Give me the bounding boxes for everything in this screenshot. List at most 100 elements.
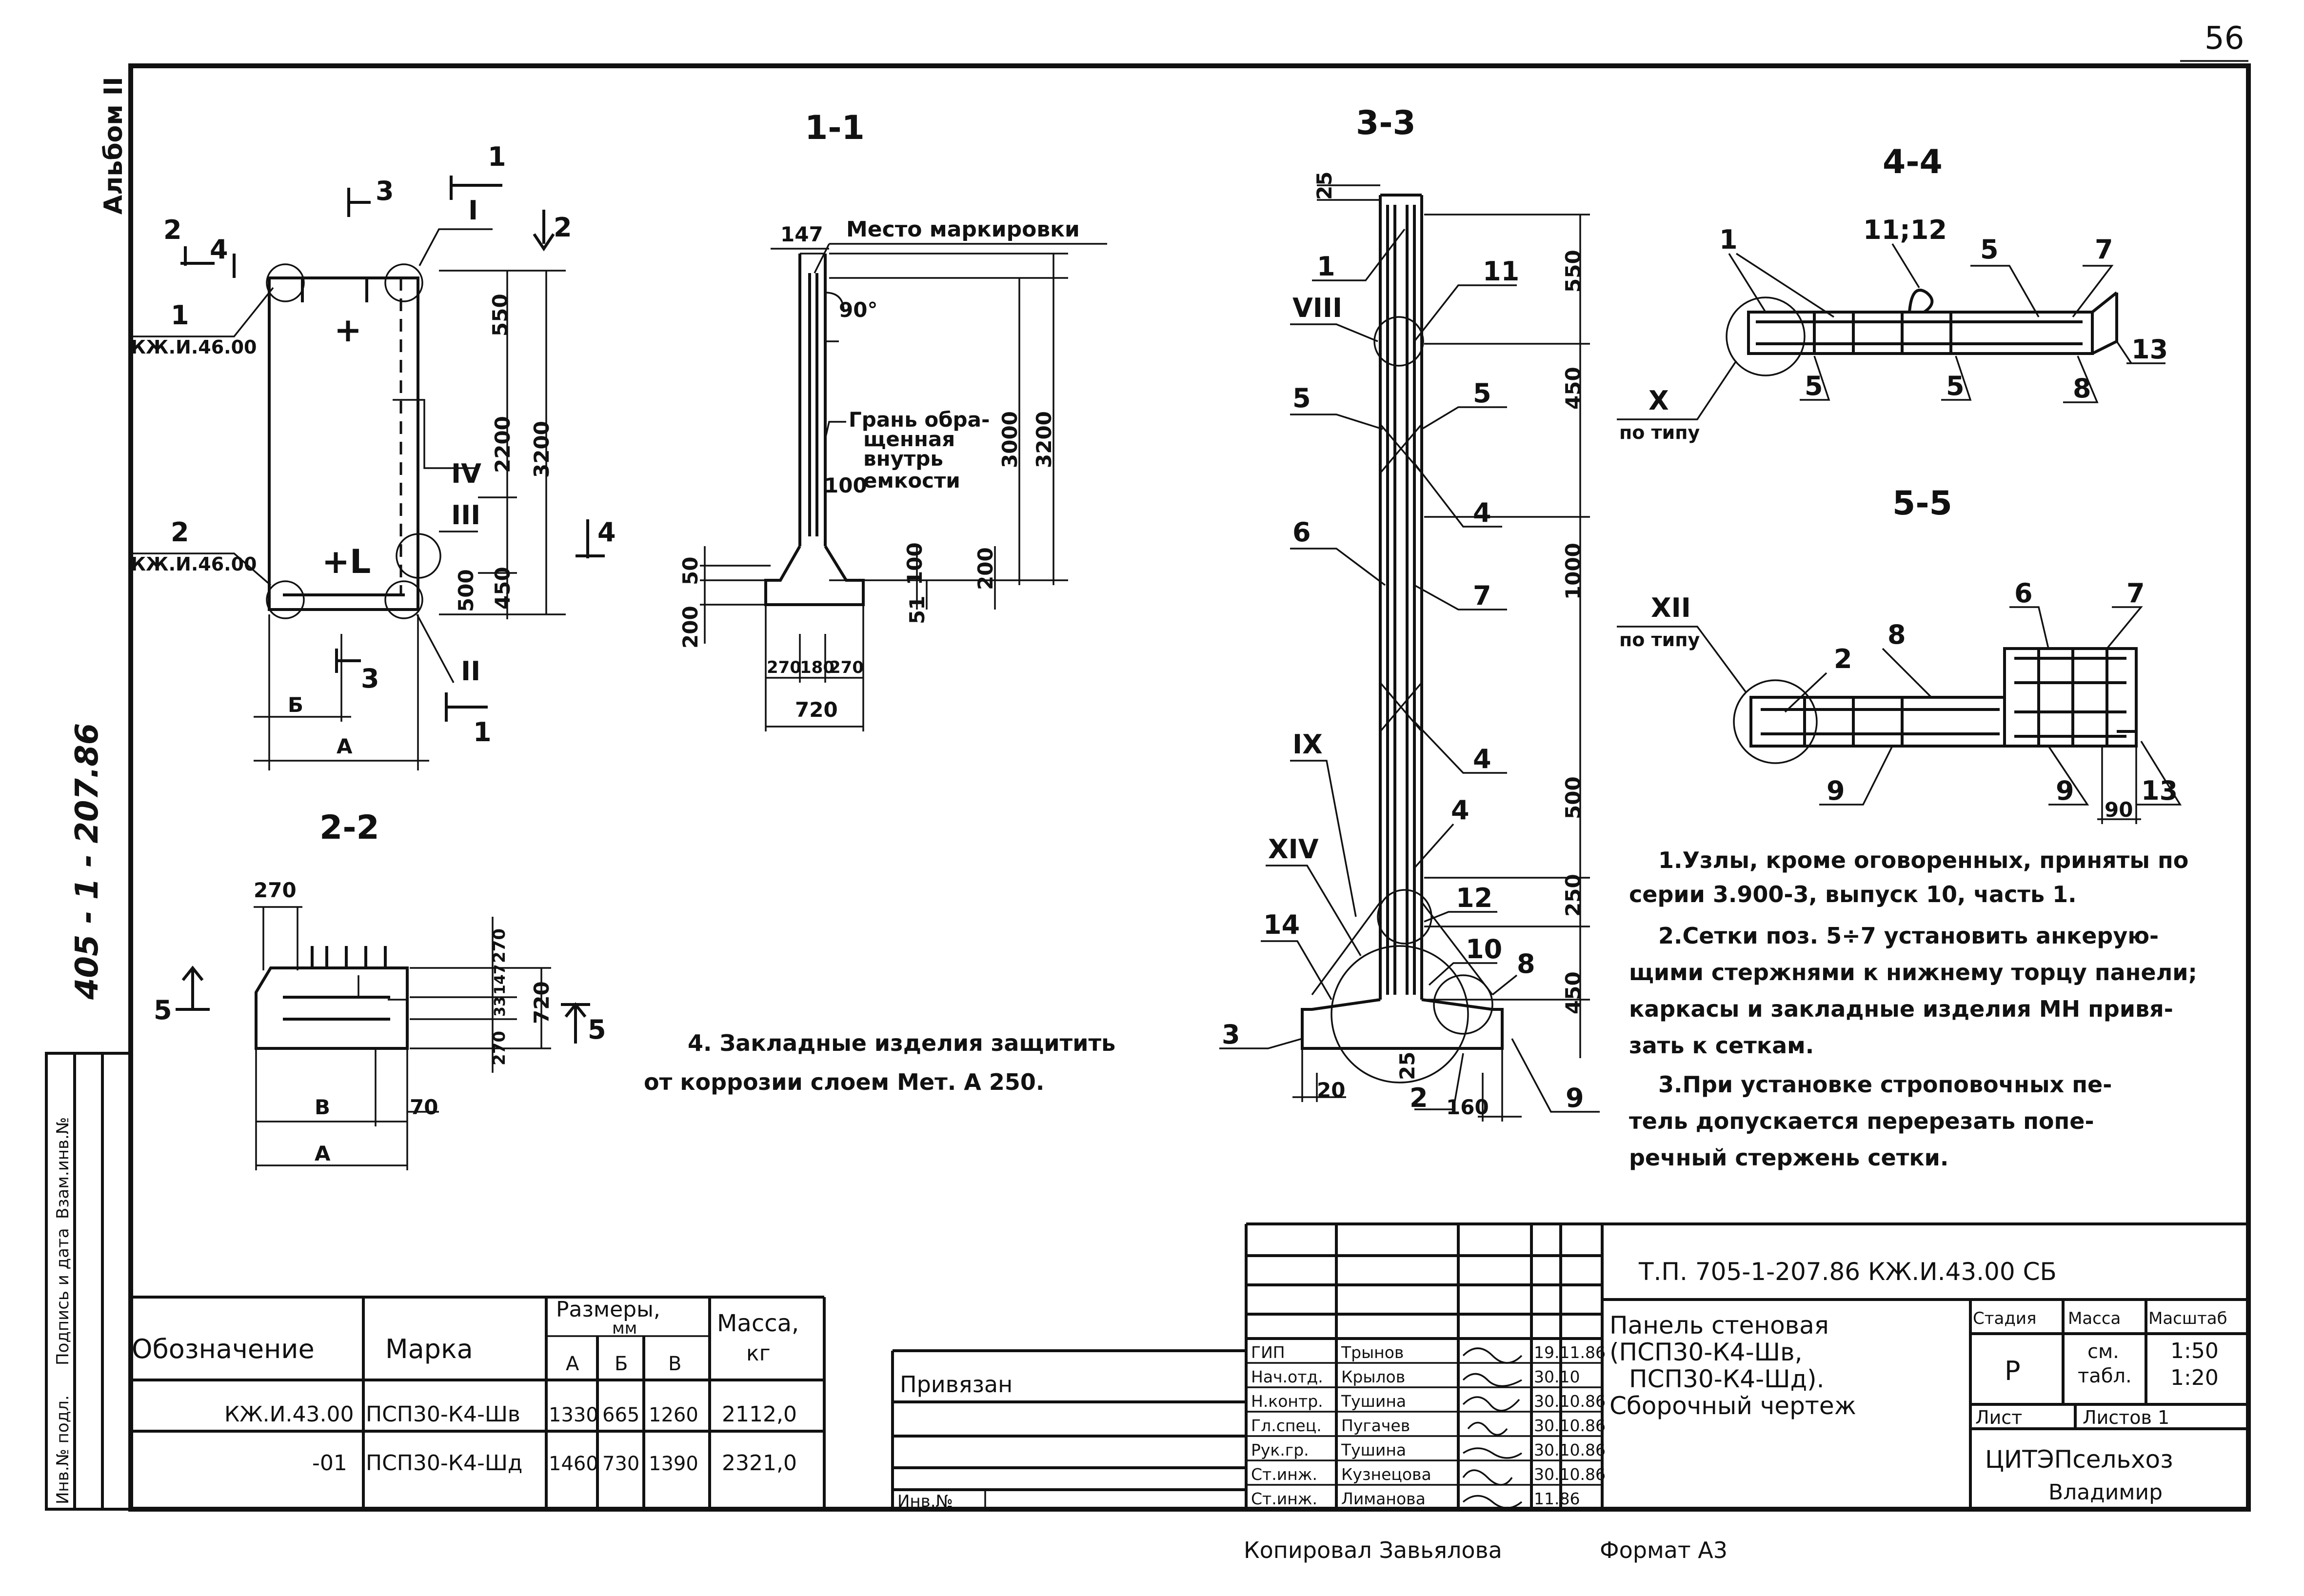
pos-6-55: 6	[2014, 578, 2033, 609]
tb-name-2: (ПСП30-К4-Шв,	[1609, 1338, 1802, 1366]
pos-7: 7	[1473, 580, 1491, 611]
pos-4-a: 4	[1473, 497, 1491, 528]
staff-role-1: Нач.отд.	[1251, 1367, 1323, 1386]
tb-scale-1: 1:50	[2170, 1339, 2219, 1363]
dim-50: 50	[678, 557, 702, 585]
footer-copied: Копировал Завьялова	[1244, 1537, 1502, 1563]
dim-720-a: 720	[795, 698, 838, 722]
mark-5-right: 5	[588, 1014, 606, 1045]
staff-date-4: 30.10.86	[1534, 1440, 1606, 1459]
tb-name-1: Панель стеновая	[1609, 1311, 1829, 1340]
dim-270-right: 270	[829, 658, 864, 677]
pos-11-12: 11;12	[1863, 215, 1947, 245]
side-col-replacement: Взам.инв.№	[53, 1117, 73, 1219]
dim-270-left: 270	[767, 658, 801, 677]
spec-r1-a: 1330	[549, 1404, 598, 1426]
staff-name-3: Пугачев	[1341, 1416, 1410, 1435]
staff-name-0: Трынов	[1341, 1343, 1404, 1362]
note-2-line-2: щими стержнями к нижнему торцу панели;	[1629, 959, 2197, 985]
title-block: Т.П. 705-1-207.86 КЖ.И.43.00 СБ Панель с…	[1245, 1222, 2248, 1509]
section-4-4: 4-4 1 11;12 5 7 13 X по типу 5 5 8	[1617, 143, 2168, 443]
label-face-3: внутрь	[863, 447, 943, 471]
section-title-4-4: 4-4	[1883, 143, 1943, 181]
pos-7-44: 7	[2095, 234, 2113, 265]
plan-mark-2-left-bottom: 2	[171, 517, 189, 548]
tb-name-4: Сборочный чертеж	[1609, 1392, 1856, 1420]
pos-5-left: 5	[1292, 383, 1311, 414]
dim-90: 90	[2105, 798, 2133, 822]
tb-org-2: Владимир	[2048, 1480, 2163, 1505]
dim-2200: 2200	[491, 416, 515, 473]
staff-name-2: Тушина	[1341, 1392, 1406, 1411]
dim-500: 500	[454, 569, 478, 612]
note-3-line-1: 3.При установке строповочных пе-	[1658, 1071, 2112, 1098]
section-title-1-1: 1-1	[805, 109, 865, 147]
pos-XII: XII	[1651, 592, 1691, 623]
tb-h-mass: Масса	[2068, 1309, 2121, 1328]
pos-8-44: 8	[2073, 373, 2091, 404]
plan-mark-1-top: 1	[488, 141, 506, 172]
tb-mass-1: см.	[2087, 1340, 2119, 1363]
label-face-2: щенная	[863, 427, 955, 451]
specification-table: Обозначение Марка Размеры, мм А Б В Масс…	[131, 1296, 826, 1511]
spec-h-mark: Марка	[385, 1334, 473, 1364]
spec-h-v: В	[668, 1353, 681, 1375]
note-4-line-1: 4. Закладные изделия защитить	[688, 1030, 1115, 1056]
dim-270-v2: 270	[490, 1031, 509, 1065]
staff-name-1: Крылов	[1341, 1367, 1405, 1386]
tb-h-scale: Масштаб	[2148, 1309, 2227, 1328]
spec-h-kg: кг	[746, 1341, 771, 1366]
staff-role-2: Н.контр.	[1251, 1392, 1323, 1411]
tb-code: Т.П. 705-1-207.86 КЖ.И.43.00 СБ	[1638, 1258, 2057, 1286]
spec-h-mm: мм	[612, 1319, 637, 1338]
dim-270-v1: 270	[490, 928, 509, 963]
note-3-line-3: речный стержень сетки.	[1629, 1144, 1948, 1171]
drawing-code-vertical: 405 - 1 - 207.86	[69, 723, 105, 1000]
plan-mark-1-left: 1	[171, 300, 189, 331]
pos-13-44: 13	[2131, 334, 2168, 365]
dim-a: А	[337, 734, 353, 758]
spec-r1-des: КЖ.И.43.00	[224, 1402, 354, 1427]
pos-7-55: 7	[2126, 578, 2145, 609]
dim-51: 51	[905, 596, 929, 624]
dim-450: 450	[491, 567, 515, 610]
spec-h-b: Б	[615, 1353, 628, 1375]
spec-h-mass: Масса,	[717, 1310, 799, 1337]
plan-mark-II: II	[461, 656, 480, 687]
staff-role-6: Ст.инж.	[1251, 1489, 1317, 1508]
section-title-3-3: 3-3	[1356, 104, 1416, 142]
dim-a-22: А	[315, 1142, 331, 1165]
staff-date-2: 30.10.86	[1534, 1392, 1606, 1411]
dim-3200: 3200	[530, 421, 554, 478]
pos-1-33: 1	[1317, 251, 1335, 282]
note-2-line-1: 2.Сетки поз. 5÷7 установить анкерую-	[1658, 923, 2159, 949]
album-label: Альбом II	[99, 77, 128, 215]
plan-mark-2-left: 2	[163, 215, 182, 245]
tb-stage: Р	[2005, 1356, 2021, 1386]
pos-3: 3	[1222, 1019, 1240, 1050]
staff-date-3: 30.10.86	[1534, 1416, 1606, 1435]
pos-5-right: 5	[1473, 378, 1491, 409]
staff-name-6: Лиманова	[1341, 1489, 1426, 1508]
drawing-frame	[128, 63, 2251, 1512]
dim-70: 70	[410, 1095, 438, 1119]
pos-6: 6	[1292, 517, 1311, 548]
signature-scribbles	[1462, 1347, 1523, 1509]
section-5-5: 5-5 XII по типу 2 8 6 7 9 9 13 90	[1617, 484, 2182, 824]
spec-r2-a: 1460	[549, 1453, 598, 1475]
pos-9-33: 9	[1566, 1083, 1584, 1113]
pos-1-44: 1	[1719, 224, 1738, 255]
note-3-line-2: тель допускается перерезать попе-	[1629, 1108, 2094, 1134]
pos-8-33: 8	[1517, 948, 1535, 979]
note-2-line-3: каркасы и закладные изделия МН привя-	[1629, 996, 2173, 1022]
plan-view: 550 2200 3200 500 450 Б А 2 4 3 1 I 2 1 …	[129, 141, 616, 770]
dim-1000-33: 1000	[1561, 543, 1585, 600]
dim-250-33: 250	[1561, 874, 1585, 917]
dim-550-33: 550	[1561, 250, 1585, 293]
pos-8-55: 8	[1887, 619, 1906, 650]
staff-date-1: 30.10	[1534, 1367, 1580, 1386]
dim-3000: 3000	[998, 411, 1022, 468]
dim-3200-b: 3200	[1032, 411, 1056, 468]
dim-200-b: 200	[973, 547, 997, 590]
